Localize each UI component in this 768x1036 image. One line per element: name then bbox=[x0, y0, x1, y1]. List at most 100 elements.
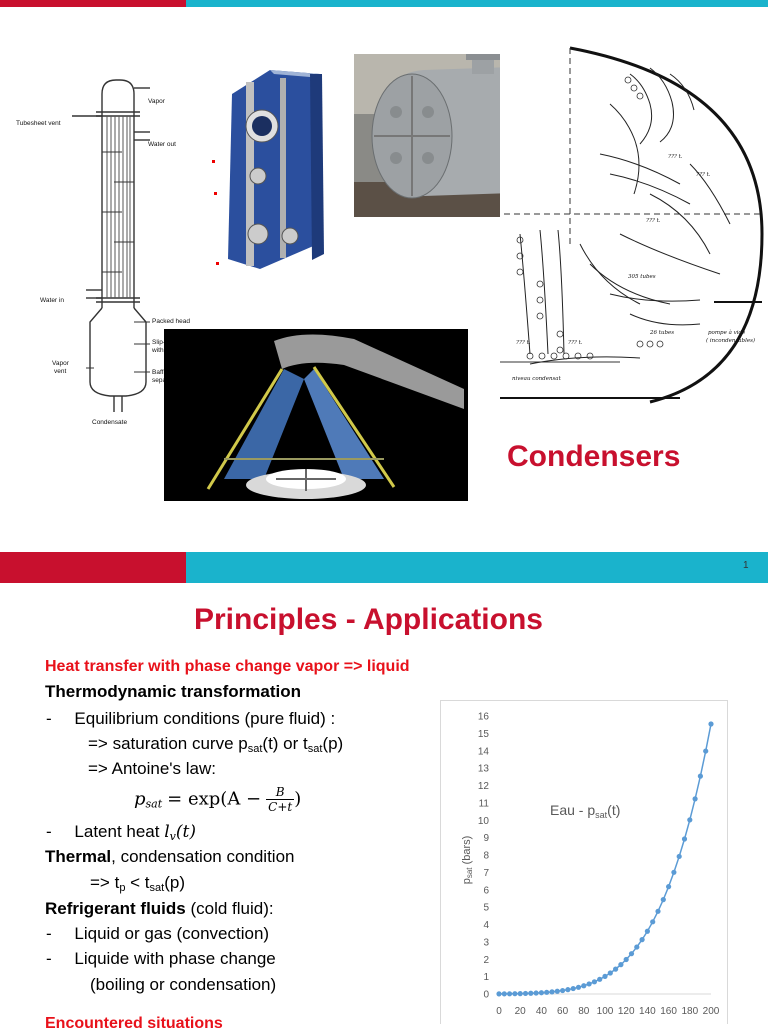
slide-1-title: Condensers bbox=[507, 440, 681, 473]
formula-num: B bbox=[266, 785, 295, 800]
y-tick-label: 10 bbox=[478, 816, 490, 827]
cond-prefix: => t bbox=[90, 873, 120, 892]
label-condensate: Condensate bbox=[92, 419, 127, 426]
data-point bbox=[586, 981, 592, 987]
data-point bbox=[507, 991, 513, 997]
data-point bbox=[549, 989, 555, 995]
slide-divider-teal bbox=[186, 552, 768, 583]
cond-end: (p) bbox=[164, 873, 186, 892]
tube-bundle-diagram: ??? t. ??? t. ??? t. 305 tubes 26 tubes … bbox=[500, 44, 768, 414]
antoine-line: => Antoine's law: bbox=[88, 759, 216, 778]
y-tick-label: 2 bbox=[483, 955, 489, 966]
dash: - bbox=[46, 949, 52, 968]
chart-border bbox=[440, 700, 728, 1024]
label-packed-head: Packed head bbox=[152, 318, 190, 325]
bundle-label-3: ??? t. bbox=[646, 218, 661, 224]
data-point bbox=[575, 984, 582, 990]
latent-symbol: l bbox=[164, 822, 170, 842]
data-point bbox=[512, 991, 518, 997]
x-tick-label: 80 bbox=[578, 1006, 590, 1017]
formula-eq: = exp(A − bbox=[167, 788, 262, 810]
bullet-2-text: Liquide with phase change bbox=[74, 949, 276, 968]
sat-sub-1: sat bbox=[247, 743, 263, 755]
latent-prefix: Latent heat bbox=[74, 822, 160, 841]
bundle-label-2: ??? t. bbox=[696, 172, 711, 178]
bullet-2-continuation: (boiling or condensation) bbox=[90, 975, 277, 994]
data-point bbox=[697, 773, 703, 779]
bundle-label-vacuum-pump: pompe à vide bbox=[708, 329, 746, 336]
data-point bbox=[703, 748, 709, 754]
x-tick-label: 200 bbox=[703, 1006, 720, 1017]
data-point bbox=[591, 979, 597, 985]
slide-2-title: Principles - Applications bbox=[194, 603, 543, 636]
x-tick-label: 180 bbox=[681, 1006, 698, 1017]
formula-den: C+t bbox=[268, 800, 293, 814]
bundle-label-4: 305 tubes bbox=[628, 274, 656, 280]
y-axis-label: psat (bars) bbox=[461, 836, 474, 885]
bundle-label-noncondensables: ( incondensables) bbox=[706, 337, 755, 344]
latent-sub: v bbox=[169, 830, 176, 843]
x-tick-label: 120 bbox=[618, 1006, 635, 1017]
data-point bbox=[613, 966, 619, 972]
dash: - bbox=[46, 924, 52, 943]
plate-heat-exchanger-photo bbox=[210, 64, 340, 274]
y-tick-label: 9 bbox=[483, 833, 489, 844]
label-tubesheet-vent: Tubesheet vent bbox=[16, 120, 61, 127]
bullet-1: - Liquid or gas (convection) bbox=[46, 921, 269, 946]
saturation-line: => saturation curve psat(t) or tsat(p) bbox=[88, 731, 343, 756]
formula-close: ) bbox=[294, 788, 302, 810]
y-tick-label: 15 bbox=[478, 729, 490, 740]
y-tick-label: 6 bbox=[483, 885, 489, 896]
x-tick-label: 60 bbox=[557, 1006, 569, 1017]
y-tick-label: 11 bbox=[479, 798, 490, 809]
data-point bbox=[666, 884, 672, 890]
formula-lhs: p bbox=[134, 788, 146, 810]
formula-lhs-sub: sat bbox=[145, 797, 163, 811]
data-point bbox=[708, 721, 714, 727]
data-point bbox=[692, 796, 698, 802]
page-number: 1 bbox=[743, 560, 749, 571]
bundle-label-7: ??? t. bbox=[568, 340, 583, 346]
y-tick-label: 3 bbox=[483, 937, 489, 948]
data-point bbox=[676, 853, 682, 860]
data-point bbox=[644, 928, 650, 934]
y-tick-label: 8 bbox=[483, 851, 489, 862]
sat-prefix: => saturation curve p bbox=[88, 734, 248, 753]
data-point bbox=[496, 991, 502, 997]
chart-title: Eau - psat(t) bbox=[550, 802, 620, 820]
latent-heat-line: - Latent heat lv(t) bbox=[46, 819, 196, 845]
refrigerant-line: Refrigerant fluids (cold fluid): bbox=[45, 896, 274, 921]
data-point bbox=[660, 897, 666, 903]
data-point bbox=[618, 962, 624, 968]
data-point bbox=[528, 990, 534, 996]
bundle-label-condensate-level: niveau condensat bbox=[512, 376, 562, 382]
data-point bbox=[560, 987, 566, 994]
cond-sub-1: p bbox=[119, 882, 126, 894]
sat-end: (p) bbox=[322, 734, 344, 753]
data-point bbox=[607, 970, 613, 976]
y-tick-label: 13 bbox=[478, 764, 490, 775]
data-point bbox=[565, 987, 571, 993]
refrig-rest: (cold fluid): bbox=[185, 899, 274, 918]
label-vapor: Vapor bbox=[148, 98, 166, 105]
data-point bbox=[655, 908, 661, 914]
x-tick-label: 160 bbox=[660, 1006, 677, 1017]
data-point bbox=[517, 991, 523, 997]
equilibrium-line: - Equilibrium conditions (pure fluid) : bbox=[46, 706, 335, 731]
air-cooled-condenser-render bbox=[164, 329, 468, 501]
label-vapor-vent-2: vent bbox=[54, 368, 66, 375]
bullet-2: - Liquide with phase change bbox=[46, 946, 276, 971]
data-point bbox=[570, 985, 576, 992]
data-point bbox=[671, 869, 677, 875]
thermal-line: Thermal, condensation condition bbox=[45, 844, 295, 869]
slide-divider-red bbox=[0, 552, 186, 583]
dash: - bbox=[46, 709, 52, 728]
data-point bbox=[533, 990, 539, 996]
y-tick-label: 0 bbox=[483, 990, 489, 1001]
x-tick-label: 100 bbox=[597, 1006, 614, 1017]
y-tick-label: 12 bbox=[478, 781, 490, 792]
top-bar-teal bbox=[186, 0, 768, 7]
y-tick-label: 4 bbox=[483, 920, 489, 931]
